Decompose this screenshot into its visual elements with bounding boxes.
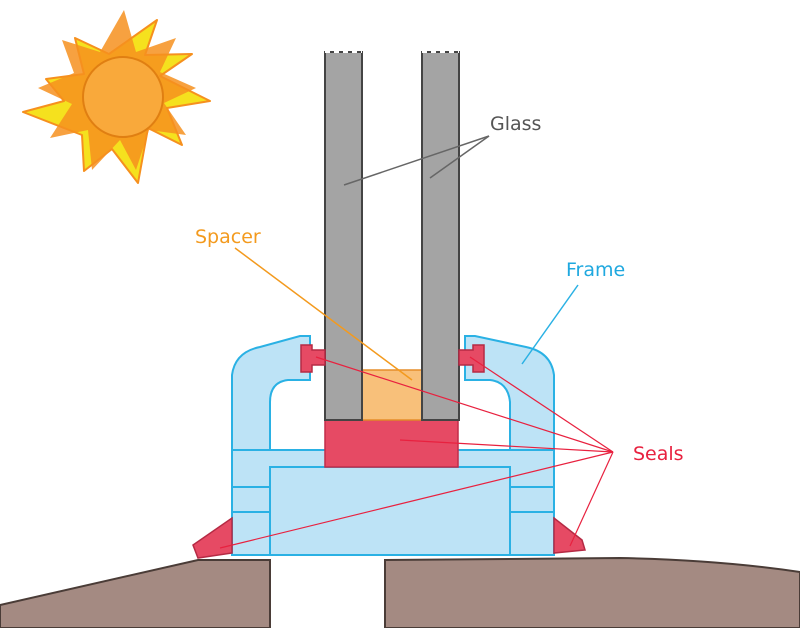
leader-lines: [219, 135, 614, 549]
frame-left-arm: [231, 335, 311, 451]
seals-label: Seals: [633, 443, 684, 465]
sun-icon: [22, 10, 211, 184]
seal-bottom-right: [553, 516, 586, 554]
glass-label: Glass: [490, 113, 541, 135]
bottom-seal: [324, 419, 459, 468]
seals-leader-3: [399, 439, 614, 453]
seal-left: [300, 344, 326, 373]
sun-core: [82, 56, 164, 138]
frame-leader: [521, 284, 579, 365]
seals-leader-5: [569, 451, 614, 547]
glass-pane-right: [421, 51, 460, 421]
glass-leader-2: [429, 135, 490, 179]
spacer: [361, 369, 423, 421]
ground-right: [384, 556, 800, 628]
ground: [0, 556, 800, 628]
spacer-leader: [234, 247, 413, 381]
glass-leader-1: [343, 135, 490, 186]
seals-leader-4: [219, 451, 614, 549]
seals-leader-1: [315, 356, 614, 453]
glass-panes: [324, 51, 460, 421]
frame-base-inner: [269, 466, 511, 556]
seals-leader-2: [469, 356, 614, 453]
frame: [231, 335, 555, 556]
spacer-label: Spacer: [195, 226, 261, 248]
seal-bottom-left: [192, 516, 233, 559]
frame-label: Frame: [566, 259, 625, 281]
glass-pane-left: [324, 51, 363, 421]
ground-left: [0, 559, 271, 628]
